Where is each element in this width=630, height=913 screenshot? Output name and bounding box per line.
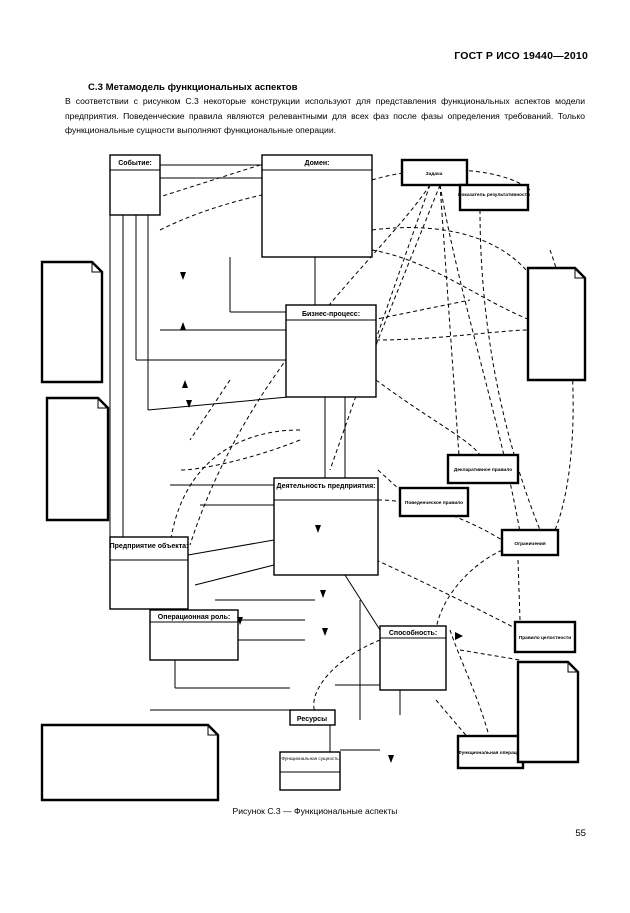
class-enterprise-activity-title: Деятельность предприятия:: [277, 483, 376, 490]
box-functional-operation-label: Функциональная операция: [458, 750, 523, 756]
class-operational-role: Операционная роль:: [149, 609, 239, 661]
class-domain: Домен:: [261, 154, 373, 258]
section-paragraph: В соответствии с рисунком С.3 некоторые …: [65, 96, 585, 135]
box-integrity-rule-label: Правило целостности: [519, 635, 571, 641]
class-domain-title: Домен:: [305, 160, 330, 167]
box-behavioral-rule-label: Поведенческое правило: [405, 500, 463, 506]
class-business-process-title: Бизнес-процесс:: [302, 311, 360, 318]
box-goal-label: Задача: [426, 171, 443, 177]
note-bottom-left: [40, 723, 220, 802]
class-capability: Способность:: [379, 625, 447, 691]
box-declarative-rule: Декларативное правило: [446, 453, 520, 485]
figure-caption: Рисунок С.3 — Функциональные аспекты: [232, 806, 398, 816]
class-enterprise-activity: Деятельность предприятия:: [273, 477, 379, 576]
note-right-bottom: [516, 660, 580, 764]
box-performance-indicator-label: Показатель результативности: [458, 192, 530, 198]
box-integrity-rule: Правило целостности: [513, 620, 577, 654]
standard-header: ГОСТ Р ИСО 19440—2010: [454, 50, 588, 62]
box-functional-operation: Функциональная операция: [456, 734, 525, 770]
box-constraint: Ограничения: [500, 528, 560, 557]
class-resource-title: Ресурсы: [297, 716, 327, 723]
box-performance-indicator: Показатель результативности: [458, 183, 530, 212]
direction-markers: [180, 272, 463, 763]
box-behavioral-rule: Поведенческое правило: [398, 486, 470, 518]
class-functional-entity-title: Функциональная сущность: [281, 756, 339, 761]
class-operational-role-title: Операционная роль:: [158, 614, 230, 621]
page-number: 55: [575, 828, 586, 839]
note-left-top: [40, 260, 104, 384]
class-event-title: Событие:: [118, 159, 152, 167]
note-right-top: [526, 266, 587, 382]
class-capability-title: Способность:: [389, 629, 437, 637]
class-resource: Ресурсы: [289, 709, 336, 726]
box-goal: Задача: [400, 158, 469, 187]
box-constraint-label: Ограничения: [514, 541, 545, 547]
solid-connectors: [109, 164, 401, 752]
class-enterprise-object-title: Предприятие объекта:: [110, 542, 189, 550]
class-functional-entity: Функциональная сущность: [279, 751, 341, 791]
section-heading: С.3 Метамодель функциональных аспектов: [88, 82, 298, 93]
box-declarative-rule-label: Декларативное правило: [454, 467, 512, 473]
class-business-process: Бизнес-процесс:: [285, 304, 377, 398]
note-left-middle: [45, 396, 110, 522]
class-enterprise-object: Предприятие объекта:: [109, 536, 189, 610]
class-event: Событие:: [109, 154, 161, 216]
